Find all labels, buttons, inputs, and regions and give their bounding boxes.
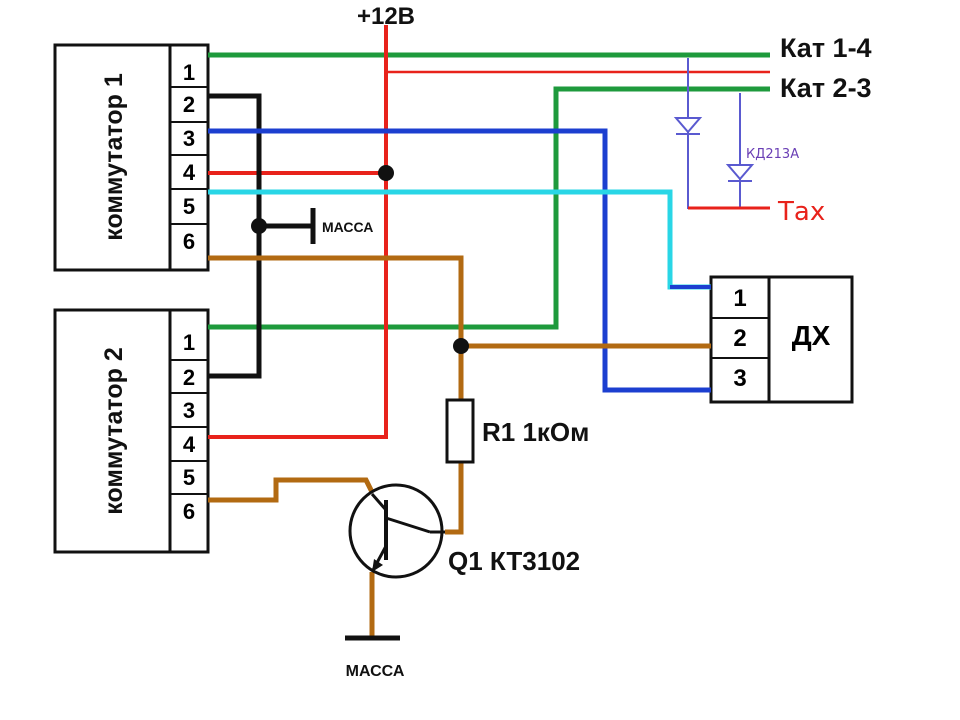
- output-coil23-label: Кат 2-3: [780, 73, 872, 103]
- switch2-pin-5: 5: [183, 465, 195, 490]
- hall-sensor-title: ДХ: [792, 320, 831, 351]
- wire-brown-sw1-pin6: [208, 255, 464, 346]
- wire-red-12v: [208, 25, 388, 439]
- diode-2: [725, 164, 755, 182]
- hall-sensor-pin-3: 3: [733, 365, 746, 392]
- switch2-pin-4: 4: [183, 432, 196, 457]
- output-coil14-label: Кат 1-4: [780, 33, 872, 63]
- switch1-pin-5: 5: [183, 194, 195, 219]
- ground-label-bottom: МАССА: [346, 663, 405, 680]
- hall-sensor-pin-1: 1: [733, 285, 746, 312]
- output-tach-label: Тах: [777, 197, 825, 227]
- wire-green-coil23: [208, 86, 770, 330]
- switch1-pin-6: 6: [183, 229, 195, 254]
- junction-ground: [251, 218, 267, 234]
- switch2-pin-6: 6: [183, 499, 195, 524]
- power-label: +12В: [357, 3, 415, 30]
- switch2-title: коммутатор 2: [100, 347, 128, 514]
- wire-brown-r1-to-collector: [445, 462, 464, 535]
- resistor-label: R1 1кОм: [482, 417, 589, 447]
- switch1-pin-4: 4: [183, 160, 196, 185]
- diode-label: КД213А: [746, 147, 799, 162]
- diode-1: [673, 117, 703, 135]
- switch2-pin-2: 2: [183, 365, 195, 390]
- switch2-pin-3: 3: [183, 398, 195, 423]
- wire-brown-sw2-pin6: [208, 477, 375, 503]
- junction-signal: [453, 338, 469, 354]
- hall-sensor-block: ДХ 1 2 3: [709, 275, 854, 404]
- wire-diode1: [687, 58, 770, 209]
- ground-label-top: МАССА: [322, 219, 373, 235]
- switch1-pin-1: 1: [183, 60, 195, 85]
- transistor-label: Q1 КТ3102: [448, 546, 580, 576]
- wire-black-ground-bus: [208, 93, 262, 379]
- hall-sensor-pin-2: 2: [733, 325, 746, 352]
- switch1-block: коммутатор 1 1 2 3 4 5 6: [53, 43, 210, 272]
- junction-12v: [378, 165, 394, 181]
- switch1-title: коммутатор 1: [100, 73, 128, 241]
- resistor-r1: [445, 398, 475, 464]
- switch2-block: коммутатор 2 1 2 3 4 5 6: [53, 308, 210, 554]
- switch1-pin-2: 2: [183, 92, 195, 117]
- switch2-pin-1: 1: [183, 330, 195, 355]
- switch1-pin-3: 3: [183, 126, 195, 151]
- transistor-q1: [348, 483, 445, 579]
- wire-blue-hall-out: [208, 128, 711, 393]
